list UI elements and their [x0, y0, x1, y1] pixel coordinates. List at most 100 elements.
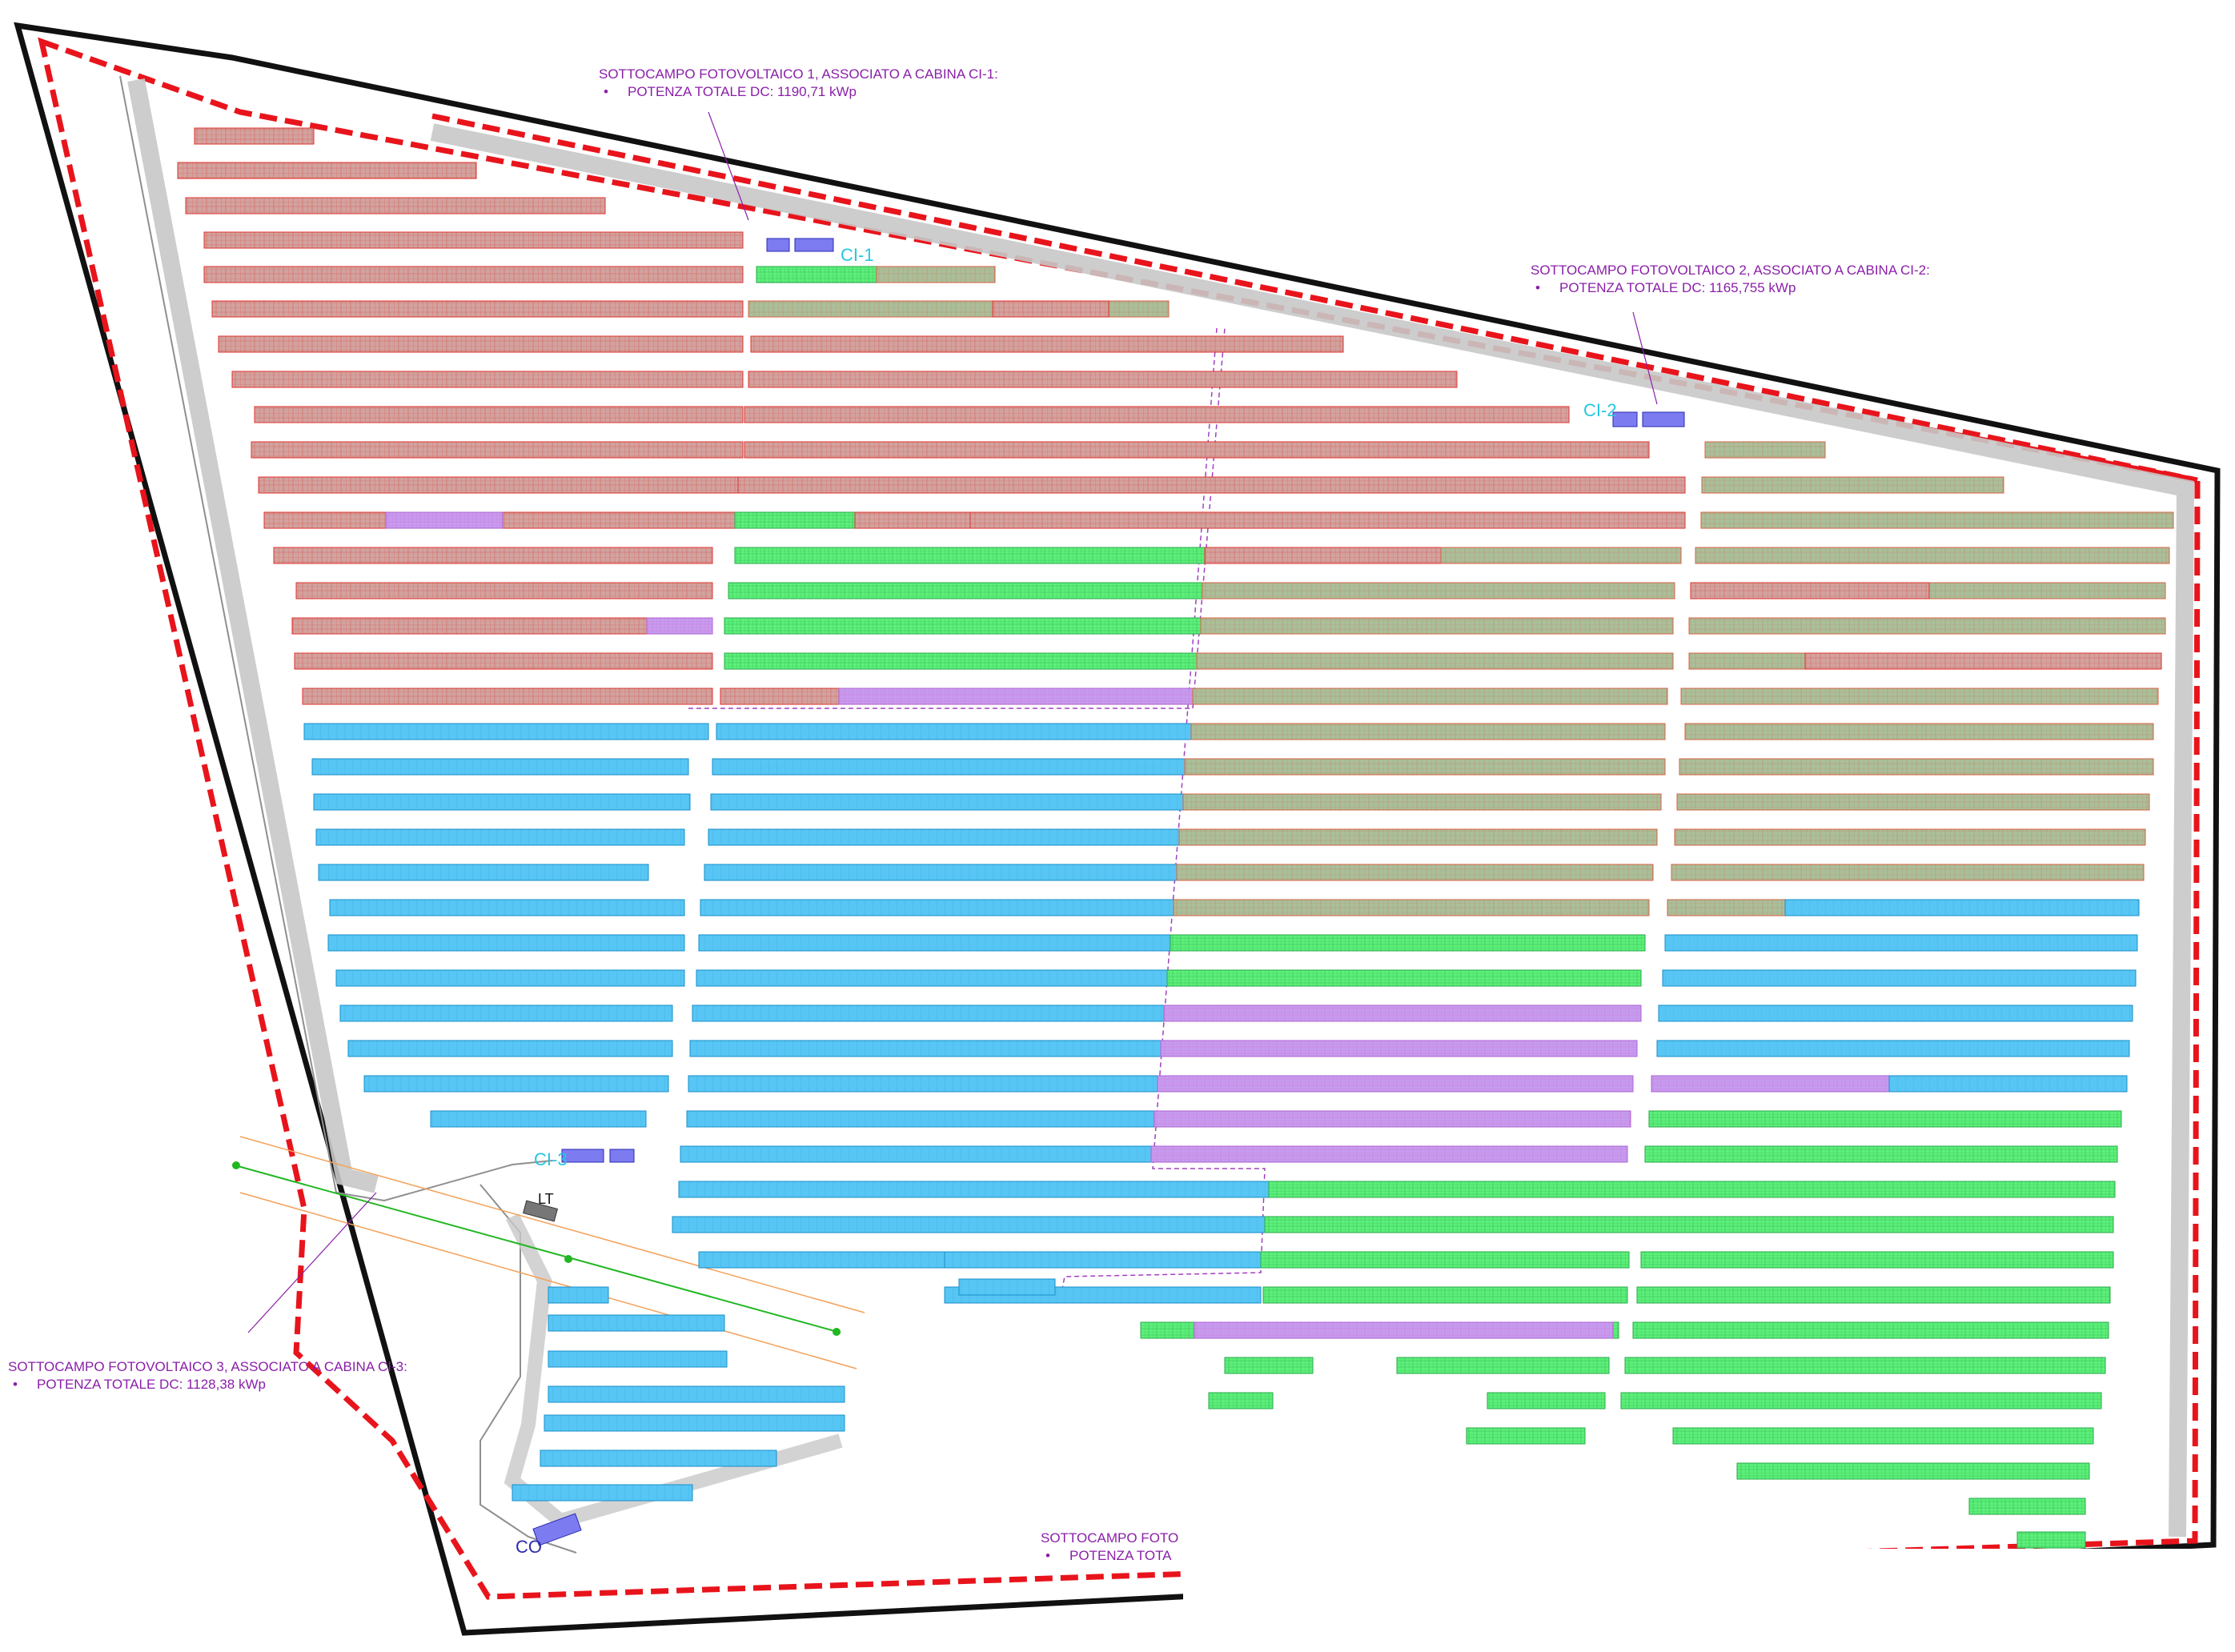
panel-row [1268, 1181, 2116, 1198]
panel-row [1701, 476, 2004, 494]
panel-row [1194, 1321, 1614, 1339]
panel-row [724, 652, 1198, 670]
cabin-ci3-label: CI-3 [534, 1149, 568, 1169]
panel-row [273, 547, 713, 564]
panel-row [363, 1075, 669, 1093]
panel-row [698, 934, 1171, 952]
panel-row [744, 441, 1650, 459]
panel-row [315, 828, 685, 846]
subfield-1-power: POTENZA TOTALE DC: 1190,71 kWp [628, 84, 857, 99]
panel-row [1672, 1427, 2094, 1445]
panel-row [756, 266, 877, 283]
panel-row [302, 688, 713, 705]
panel-row [1264, 1216, 2114, 1233]
hv-pylon [564, 1255, 572, 1263]
panel-row [203, 266, 744, 283]
panel-row [254, 406, 744, 423]
panel-row [1176, 864, 1654, 881]
panel-row [1208, 1392, 1274, 1409]
subfield-2-power: POTENZA TOTALE DC: 1165,755 kWp [1559, 280, 1796, 295]
panel-row [1396, 1357, 1610, 1374]
panel-row [294, 652, 713, 670]
panel-row [218, 335, 744, 353]
panel-row [339, 1004, 673, 1022]
panel-row [748, 371, 1458, 388]
panel-row [724, 617, 1202, 635]
panel-row [1632, 1321, 2109, 1339]
fence-line [38, 37, 2201, 1600]
panel-row [1651, 1075, 1890, 1093]
property-boundary [14, 22, 2221, 1636]
panel-row [263, 511, 744, 529]
panel-row [876, 266, 996, 283]
perimeter-road-inner [119, 75, 553, 1202]
panel-row [1163, 1004, 1642, 1022]
panel-row [737, 476, 1686, 494]
panel-row [712, 758, 1186, 776]
panel-row [1704, 441, 1826, 459]
panel-row [1656, 1040, 2130, 1057]
panel-row [1648, 1110, 2122, 1128]
panel-row [1182, 793, 1662, 811]
panel-row [696, 969, 1168, 987]
panel-row [1644, 1145, 2118, 1163]
panel-row [295, 582, 713, 599]
inner-road [504, 1213, 843, 1529]
panel-row [1640, 1251, 2114, 1269]
panel-row [548, 1350, 728, 1368]
panel-row [708, 828, 1180, 846]
panel-row [744, 406, 1570, 423]
panel-row [548, 1314, 725, 1332]
panel-row [944, 1251, 1262, 1269]
panel-row [1662, 969, 2137, 987]
panel-row [1166, 969, 1642, 987]
subfield-2-title: SOTTOCAMPO FOTOVOLTAICO 2, ASSOCIATO A C… [1531, 263, 1930, 278]
panel-row [1260, 1251, 1630, 1269]
panel-row [1679, 758, 2154, 776]
panel-row [1262, 1286, 1628, 1304]
panel-row [716, 723, 1192, 740]
panel-row [303, 723, 709, 740]
panel-row [251, 441, 744, 459]
panel-row [1157, 1075, 1634, 1093]
subfield-4-note: SOTTOCAMPO FOTO •POTENZA TOTA [1041, 1530, 1178, 1565]
hv-pylon [833, 1328, 841, 1336]
panel-row [678, 1181, 1270, 1198]
subfield-3-title: SOTTOCAMPO FOTOVOLTAICO 3, ASSOCIATO A C… [8, 1359, 407, 1374]
panel-row [1636, 1286, 2111, 1304]
hv-line [231, 1164, 841, 1333]
panel-rows [177, 127, 2174, 1549]
subfield-1-title: SOTTOCAMPO FOTOVOLTAICO 1, ASSOCIATO A C… [599, 66, 998, 82]
panel-row [700, 899, 1174, 916]
panel-row [686, 1110, 1155, 1128]
panel-row [1671, 864, 2145, 881]
panel-row [1620, 1392, 2102, 1409]
panel-row [1487, 1392, 1606, 1409]
panel-row [1190, 723, 1666, 740]
panel-row [540, 1450, 777, 1467]
cabin-ci2 [1612, 411, 1685, 427]
panel-row [1160, 1040, 1638, 1057]
leader-line [1632, 311, 1658, 405]
panel-row [720, 688, 840, 705]
bullet-icon: • [604, 84, 608, 99]
panel-row [1466, 1427, 1586, 1445]
panel-row [335, 969, 685, 987]
panel-row [710, 793, 1184, 811]
panel-row [728, 582, 1203, 599]
lt-transformer [522, 1200, 559, 1222]
panel-row [692, 1004, 1165, 1022]
subfield-3-power: POTENZA TOTALE DC: 1128,38 kWp [37, 1377, 266, 1392]
panel-row [1170, 934, 1646, 952]
panel-row [1784, 899, 2140, 916]
panel-row [185, 197, 606, 215]
subfield-3-note: SOTTOCAMPO FOTOVOLTAICO 3, ASSOCIATO A C… [8, 1358, 407, 1393]
panel-row [329, 899, 685, 916]
panel-row [1804, 652, 2162, 670]
hv-pylon [232, 1161, 240, 1169]
panel-row [1667, 899, 1786, 916]
panel-row [1676, 793, 2150, 811]
panel-row [347, 1040, 673, 1057]
panel-row [1192, 688, 1668, 705]
